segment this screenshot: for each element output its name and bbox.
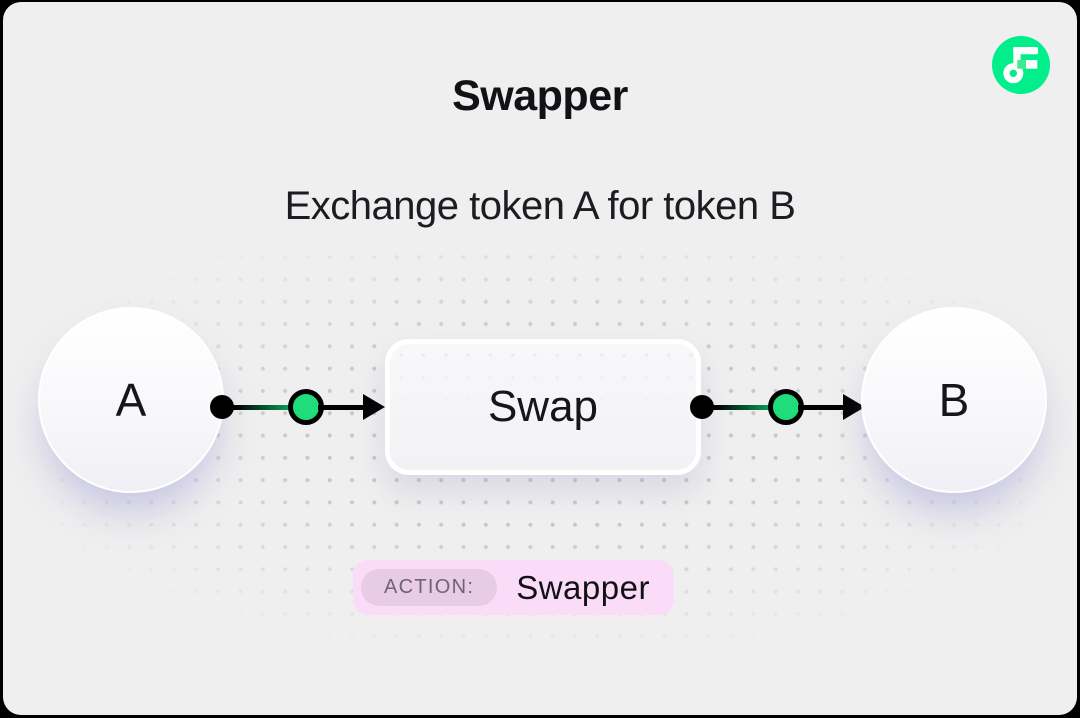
edge-token-dot-icon bbox=[768, 389, 804, 425]
token-a-node: A bbox=[38, 307, 224, 493]
edge-wire bbox=[318, 404, 366, 410]
action-badge-label: ACTION: bbox=[361, 569, 498, 606]
page-subtitle: Exchange token A for token B bbox=[284, 184, 796, 228]
edge-swap-to-b bbox=[690, 389, 865, 425]
action-badge: ACTION: Swapper bbox=[353, 560, 674, 615]
canvas: Swapper Exchange token A for token B A S… bbox=[3, 2, 1077, 715]
token-a-label: A bbox=[115, 374, 147, 426]
edge-wire bbox=[222, 404, 318, 410]
page-title: Swapper bbox=[452, 72, 628, 120]
edge-wire bbox=[702, 404, 798, 410]
action-badge-value: Swapper bbox=[516, 568, 650, 606]
swap-process-node: Swap bbox=[385, 339, 701, 475]
edge-a-to-swap bbox=[210, 389, 385, 425]
swap-process-label: Swap bbox=[487, 382, 599, 431]
token-b-label: B bbox=[938, 374, 970, 426]
token-b-node: B bbox=[861, 307, 1047, 493]
arrowhead-icon bbox=[843, 394, 865, 420]
edge-wire bbox=[798, 404, 846, 410]
arrowhead-icon bbox=[363, 394, 385, 420]
flow-logo-icon bbox=[992, 36, 1050, 94]
